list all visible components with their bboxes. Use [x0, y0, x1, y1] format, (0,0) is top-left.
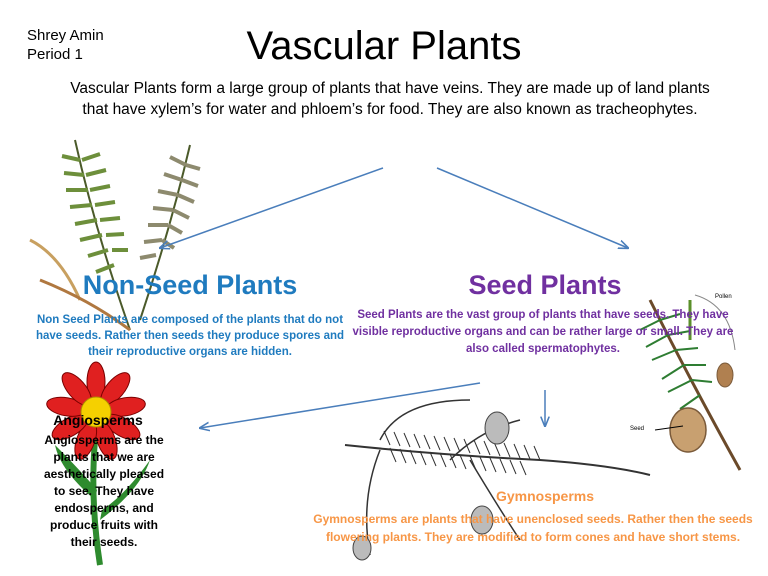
author-name: Shrey Amin [27, 27, 104, 44]
author-block: Shrey Amin Period 1 [27, 26, 104, 64]
pine-branch-with-cone-illustration [639, 294, 742, 471]
intro-text: Vascular Plants form a large group of pl… [70, 80, 710, 118]
arrow-to-angiosperms [200, 382, 481, 428]
conifer-branch-illustration [344, 399, 651, 561]
seed-title: Seed Plants [468, 270, 622, 300]
seed-description: Seed Plants are the vast group of plants… [352, 309, 734, 355]
arrow-to-non-seed [160, 167, 384, 248]
red-flower-illustration [46, 361, 150, 566]
author-period: Period 1 [27, 46, 83, 63]
gymnosperms-title: Gymnosperms [495, 488, 595, 504]
fern-illustration [29, 139, 201, 332]
angiosperms-title: Angiosperms [53, 412, 143, 428]
pine-label-seed: Seed [630, 426, 644, 432]
gymnosperms-description: Gymnosperms are plants that have unenclo… [313, 512, 753, 544]
non-seed-description: Non Seed Plants are composed of the plan… [35, 314, 345, 358]
non-seed-title: Non-Seed Plants [82, 270, 298, 300]
page-title: Vascular Plants [246, 24, 522, 68]
pine-label-pollen: Pollen [715, 294, 732, 300]
arrow-to-seed [436, 167, 628, 248]
angiosperms-description: Angiosperms are the plants that we are a… [43, 433, 165, 549]
arrows [160, 167, 628, 428]
